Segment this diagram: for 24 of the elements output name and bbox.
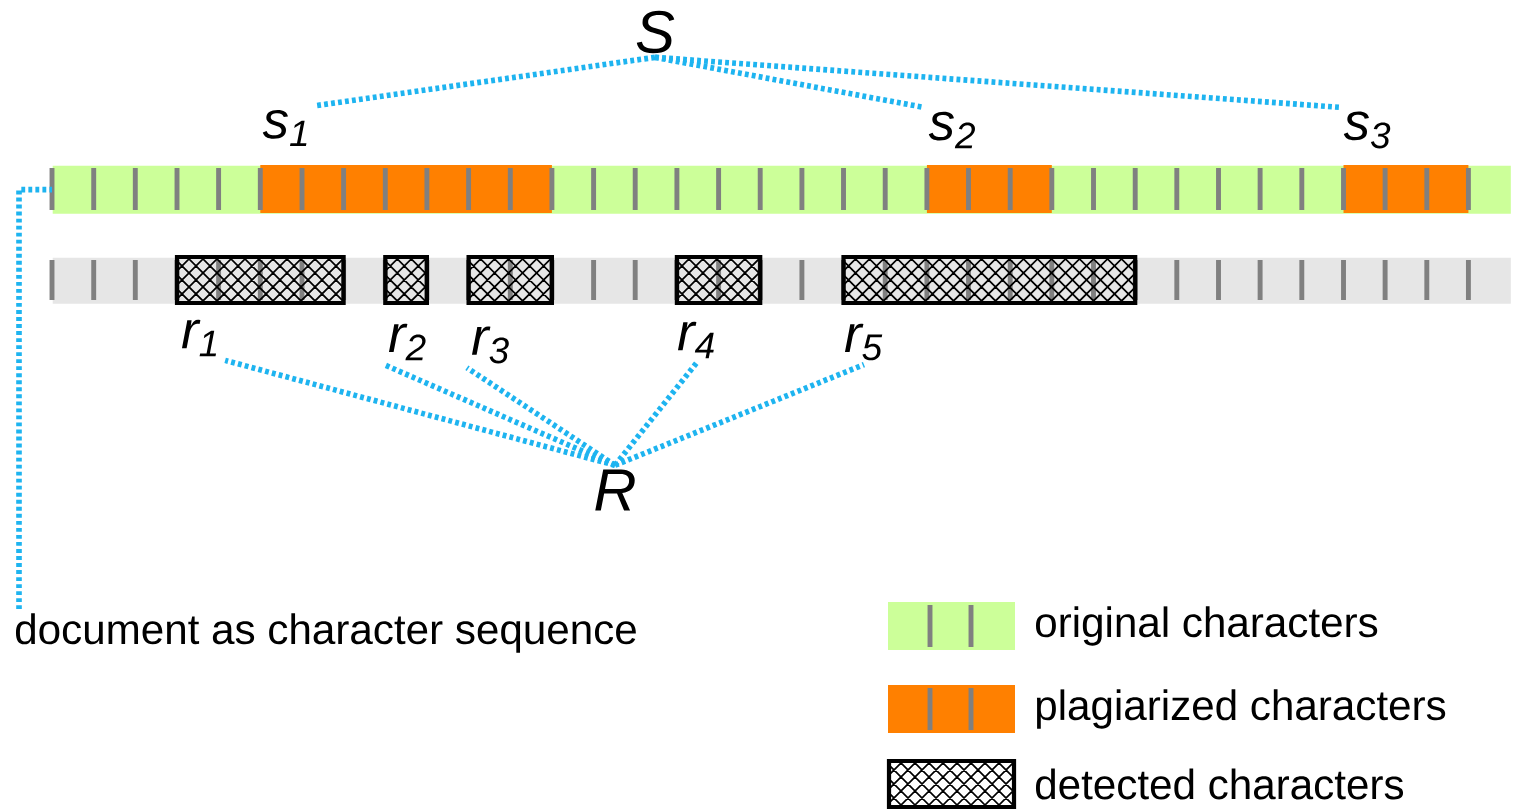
leader-line bbox=[382, 362, 617, 468]
leader-line bbox=[612, 360, 700, 467]
segment-label: r$_{5}$ bbox=[844, 323, 883, 361]
leader-line bbox=[613, 361, 866, 468]
legend-label: plagiarized characters bbox=[1036, 689, 1446, 729]
character-bar-drawing bbox=[49, 165, 1511, 214]
legend-label: original characters bbox=[1036, 606, 1378, 646]
segment-label: s$_{2}$ bbox=[928, 111, 975, 149]
segment-label: r$_{3}$ bbox=[471, 326, 509, 364]
segment-label: s$_{3}$ bbox=[1343, 111, 1391, 149]
segment-label: r$_{2}$ bbox=[388, 323, 426, 361]
caption-text: document as character sequence bbox=[16, 613, 636, 653]
leader-line bbox=[654, 54, 1340, 111]
segment-label: r$_{4}$ bbox=[677, 321, 714, 359]
character-bar-drawing bbox=[49, 254, 1511, 306]
leader-line bbox=[224, 357, 616, 468]
leader-line bbox=[16, 186, 52, 610]
leader-line bbox=[315, 54, 656, 109]
legend-label: detected characters bbox=[1036, 768, 1404, 800]
leader-line bbox=[465, 365, 617, 468]
set-label: R bbox=[595, 469, 635, 511]
segment-label: r$_{1}$ bbox=[181, 319, 217, 357]
set-label: S bbox=[636, 10, 675, 54]
segment-label: s$_{1}$ bbox=[262, 109, 307, 147]
